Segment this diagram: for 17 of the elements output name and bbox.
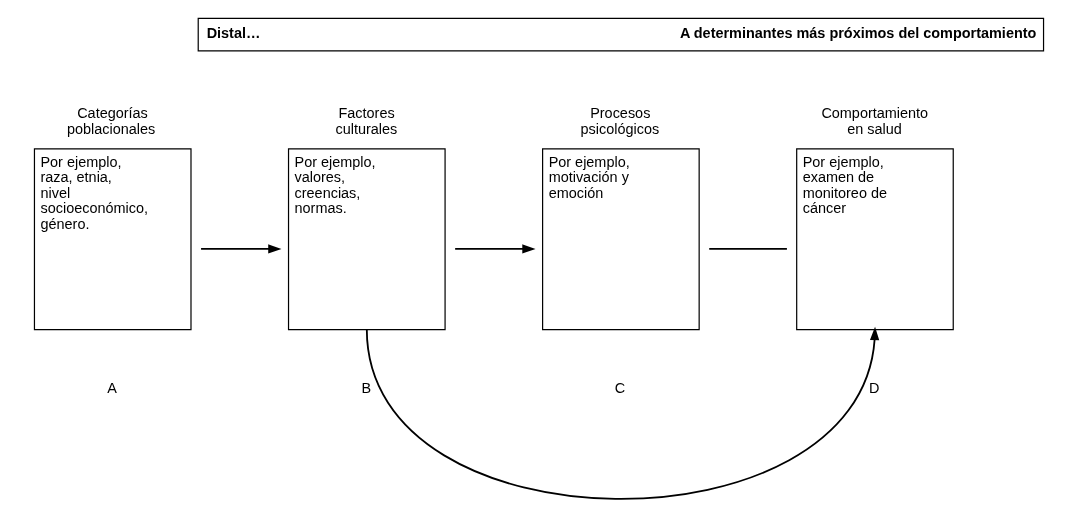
node-label: D <box>868 379 879 396</box>
connector <box>707 248 788 250</box>
node-box: Por ejemplo, motivación y emoción <box>541 148 700 331</box>
node-label: Categorías poblacionales <box>66 105 155 138</box>
node-label: A <box>106 379 117 396</box>
node-label: C <box>614 379 625 396</box>
arrow <box>199 244 281 254</box>
node-box: Por ejemplo, raza, etnia, nivel socioeconómico, género. <box>33 148 192 331</box>
node-box: Distal… A determinantes más próximos del comportamiento <box>197 17 1044 52</box>
arrow <box>453 244 536 254</box>
node-box: Por ejemplo, valores, creencias, normas. <box>287 148 446 331</box>
node-label: Comportamiento en salud <box>820 105 928 138</box>
node-label: Factores culturales <box>334 105 397 138</box>
node-label: Procesos psicológicos <box>580 105 659 138</box>
node-label: B <box>360 379 371 396</box>
node-box: Por ejemplo, examen de monitoreo de cáncer <box>795 148 954 331</box>
arrow <box>365 326 879 500</box>
